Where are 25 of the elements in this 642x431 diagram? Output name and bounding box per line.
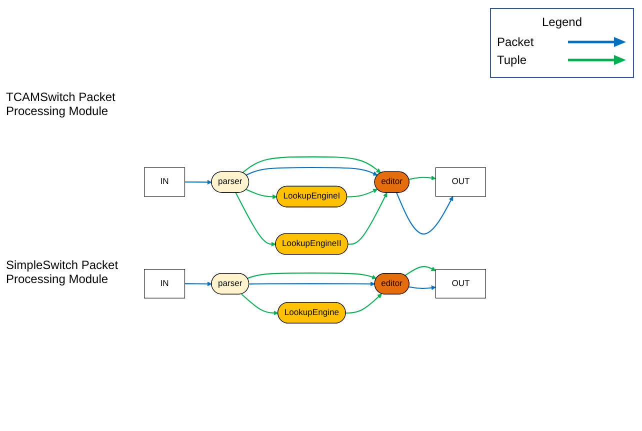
- arrow: [348, 192, 388, 245]
- arrow: [396, 192, 454, 234]
- arrow: [346, 188, 378, 198]
- arrow: [408, 285, 436, 290]
- arrow: [184, 180, 212, 185]
- node-box: OUT: [435, 167, 486, 197]
- arrow: [246, 188, 278, 200]
- legend-title: Legend: [540, 15, 584, 29]
- arrow: [404, 266, 436, 276]
- node-box: IN: [144, 269, 186, 298]
- arrow: [346, 294, 382, 314]
- arrow: [247, 272, 377, 280]
- arrow: [241, 294, 278, 316]
- arrow: [249, 282, 376, 286]
- arrow: [246, 166, 378, 176]
- node-box: IN: [144, 167, 186, 197]
- arrow: [235, 192, 276, 247]
- node-box: OUT: [435, 269, 486, 298]
- legend-text: Packet: [497, 35, 534, 49]
- arrow: [242, 156, 381, 174]
- legend-text: Tuple: [497, 53, 527, 67]
- module-label: TCAMSwitch Packet Processing Module: [6, 90, 116, 118]
- arrow: [408, 176, 436, 180]
- arrow: [184, 282, 212, 286]
- module-label: SimpleSwitch Packet Processing Module: [6, 258, 120, 286]
